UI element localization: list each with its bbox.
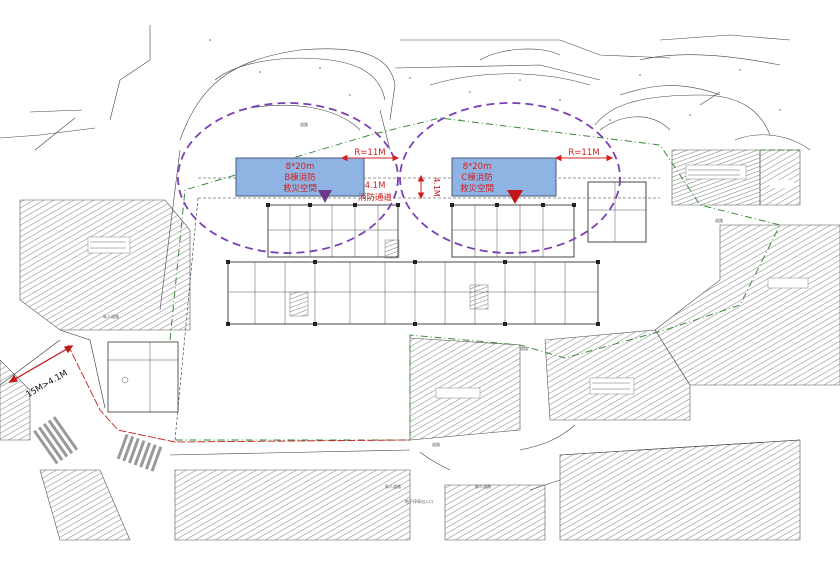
neighbor-block-bottom-right	[559, 439, 801, 541]
radius-arrow-c	[554, 154, 614, 162]
rescue-zone-b	[235, 157, 365, 197]
neighbor-block-bottom-mid	[444, 484, 546, 541]
neighbor-label-box	[87, 236, 131, 254]
building-interior-walls	[228, 182, 646, 324]
vertical-width-arrow	[417, 174, 425, 200]
road-width-arrow	[8, 345, 74, 383]
radius-label-c: R=11M	[568, 148, 599, 158]
zone-b-marker-icon	[318, 190, 332, 203]
road-label-d: 道路	[520, 345, 528, 351]
crosswalk-bottom	[116, 433, 164, 473]
road-label-c: 道路	[432, 441, 440, 447]
bottom-road-lines	[169, 424, 801, 491]
survey-points	[209, 39, 781, 121]
private-road-label-2: 私人道路	[385, 483, 401, 489]
neighbor-block-left-edge	[0, 359, 31, 441]
stair-cores	[289, 239, 489, 317]
road-label-a: 道路	[300, 121, 308, 127]
zone-c-purpose: 救災空間	[460, 183, 494, 194]
lane-name-label: 消防通道	[358, 192, 393, 203]
rescue-zone-c	[451, 157, 557, 197]
neighbor-block-bottom-left	[174, 469, 411, 541]
private-road-label-1: 私人道路	[103, 313, 119, 319]
neighbor-block-right-large	[654, 224, 840, 386]
radius-arrow-b	[340, 154, 400, 162]
zone-b-purpose: 救災空間	[283, 183, 317, 194]
private-road-label-3: 私人道路	[475, 483, 491, 489]
zone-c-size: 8*20m	[463, 162, 492, 172]
zone-c-name: C棟消防	[461, 172, 493, 183]
neighbor-block-bottom-far-left	[39, 469, 131, 541]
terrain-lines	[0, 25, 811, 311]
neighbor-block-upper-left	[19, 199, 191, 331]
fire-radius-circle-b	[177, 102, 399, 254]
zone-b-size: 8*20m	[286, 162, 315, 172]
road-width-label: 15M>4.1M	[25, 368, 70, 400]
zone-b-name: B棟消防	[284, 172, 316, 183]
zone-c-marker-icon	[507, 190, 523, 204]
parking-entry-label: 地下停車出入口	[405, 498, 433, 504]
lane-width-label: 4.1M	[365, 181, 386, 191]
neighbor-block-right-lower	[544, 329, 691, 421]
small-building	[107, 341, 179, 413]
crosswalk-left	[33, 415, 79, 465]
road-label-b: 道路	[715, 217, 723, 223]
fire-radius-circle-c	[399, 102, 621, 254]
vertical-width-label: 4.1M	[432, 177, 441, 197]
site-boundary-line	[169, 117, 781, 441]
neighbor-block-right-mid	[759, 149, 801, 206]
radius-label-b: R=11M	[354, 148, 385, 158]
structural-columns	[226, 203, 600, 326]
road-boundary-red	[67, 344, 411, 443]
